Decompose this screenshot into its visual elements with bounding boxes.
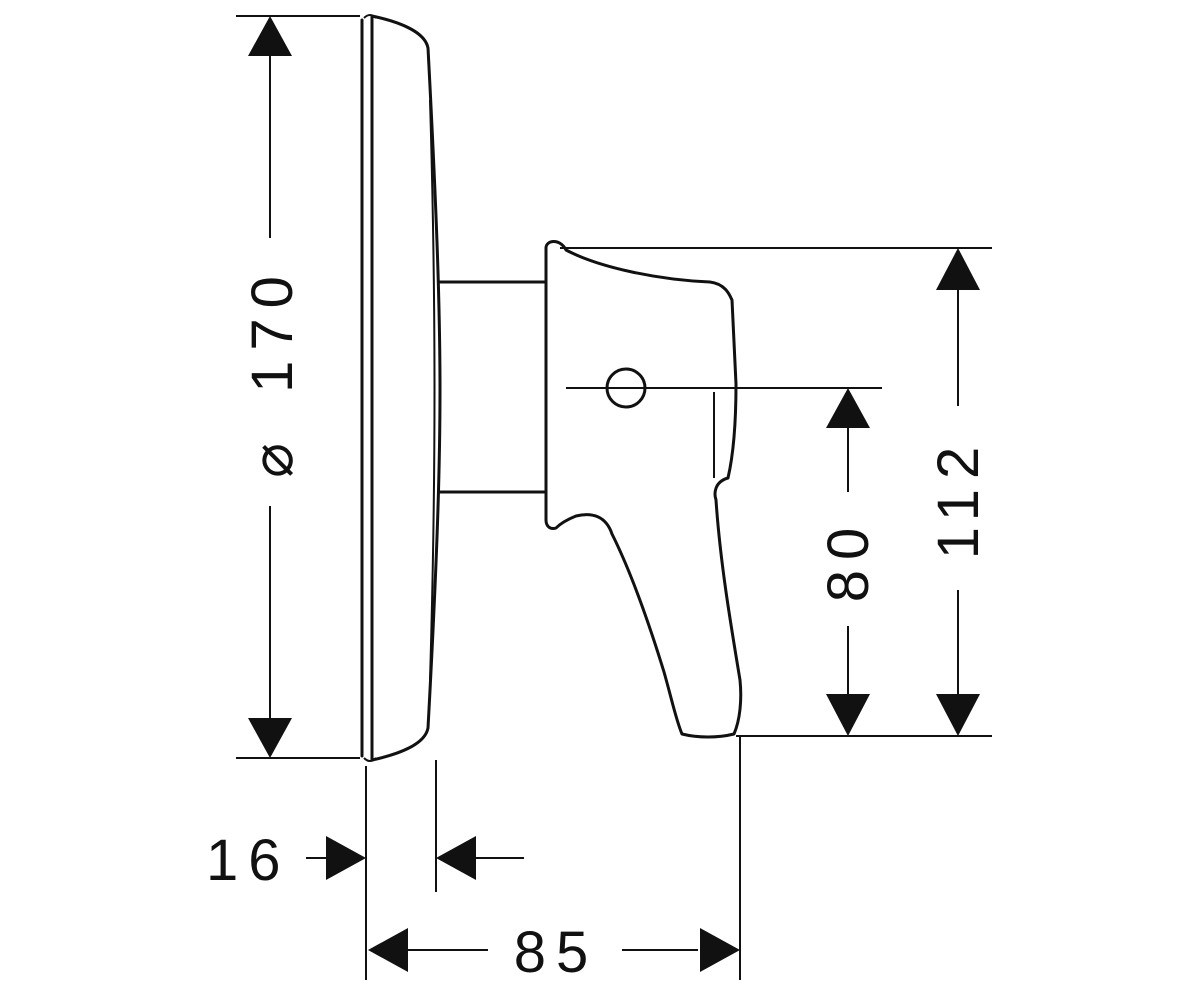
dimension-total-height: 112 [560, 247, 992, 737]
lever-handle [544, 240, 743, 739]
height-112-label: 112 [926, 437, 991, 559]
arrow-right-icon [700, 928, 740, 972]
arrow-up-icon [248, 16, 292, 56]
arrow-down-icon [936, 694, 980, 736]
rosette-plate [360, 14, 442, 762]
valve-body-connector [438, 280, 548, 494]
depth-85-label: 85 [514, 920, 599, 985]
arrow-up-icon [936, 248, 980, 290]
dimension-handle-axis: 80 [566, 387, 882, 736]
dimension-diameter: ⌀ 170 [236, 15, 360, 759]
arrow-up-icon [826, 388, 870, 428]
arrow-down-icon [248, 718, 292, 758]
diameter-value: 170 [240, 266, 305, 393]
dimension-rosette-depth: 16 [206, 760, 524, 980]
arrow-right-icon [326, 836, 366, 880]
height-80-label: 80 [816, 518, 881, 603]
svg-text:⌀ 170: ⌀ 170 [240, 266, 305, 478]
dimension-total-depth: 85 [368, 736, 741, 985]
arrow-left-icon [368, 928, 408, 972]
depth-16-label: 16 [206, 828, 291, 893]
arrow-down-icon [826, 694, 870, 736]
arrow-left-icon [436, 836, 476, 880]
diameter-symbol: ⌀ [240, 433, 305, 478]
